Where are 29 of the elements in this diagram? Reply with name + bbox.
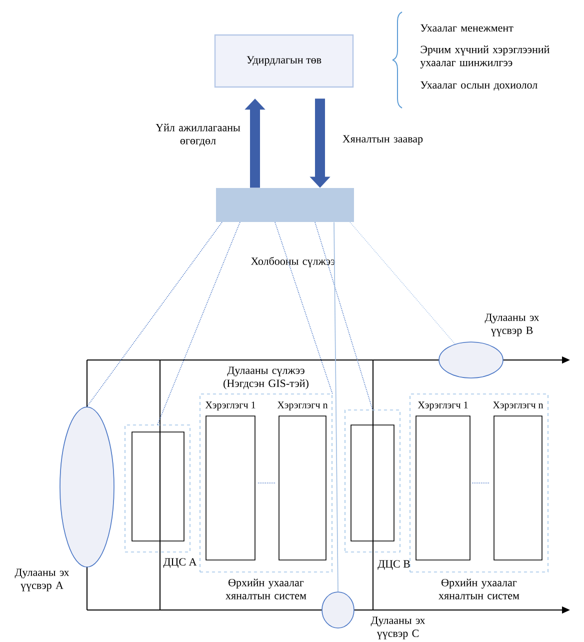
edge-label: Хяналтын заавар	[342, 135, 423, 145]
node-label: Хэрэглэгч n	[492, 402, 544, 410]
network-label: Дулааны сүлжээ (Нэгдсэн GIS-тэй)	[224, 366, 308, 390]
connector-line	[334, 222, 338, 592]
system-label: Өрхийн ухаалаг хяналтын систем	[226, 578, 306, 600]
node-label: Хэрэглэгч n	[277, 402, 328, 410]
connector-line	[274, 222, 333, 394]
consumer-box: Хэрэглэгч n	[492, 402, 544, 560]
connector-line	[350, 222, 456, 344]
node-label: Хэрэглэгч 1	[205, 402, 256, 410]
control-center-box: Удирдлагын төв	[214, 34, 354, 88]
bullet-text: Ухаалаг ослын дохиолол	[420, 81, 538, 91]
bullet-text: Ухаалаг менежмент	[420, 24, 514, 32]
node-label: Дулааны эх үүсвэр А	[14, 568, 70, 592]
node-label: Дулааны эх үүсвэр С	[370, 616, 426, 640]
node-label: Холбооны сүлжээ	[250, 256, 335, 268]
connector-line	[86, 222, 222, 407]
station-label: ДЦС А	[163, 558, 197, 568]
edge-label: Үйл ажиллагааны өгөгдөл	[156, 124, 240, 146]
bullet-text: Эрчим хүчний хэрэглээний ухаалаг шинжилгээ	[420, 46, 550, 68]
consumer-box: Хэрэглэгч 1	[416, 402, 470, 560]
connector-line	[157, 222, 240, 425]
system-label: Өрхийн ухаалаг хяналтын систем	[438, 578, 520, 600]
node-label: Дулааны эх үүсвэр В	[484, 314, 540, 336]
consumer-box: Хэрэглэгч 1	[205, 402, 256, 560]
node-label: Хэрэглэгч 1	[418, 402, 468, 410]
station-label: ДЦС В	[378, 560, 410, 570]
consumer-box: Хэрэглэгч n	[277, 402, 328, 560]
connector-line	[314, 222, 373, 410]
